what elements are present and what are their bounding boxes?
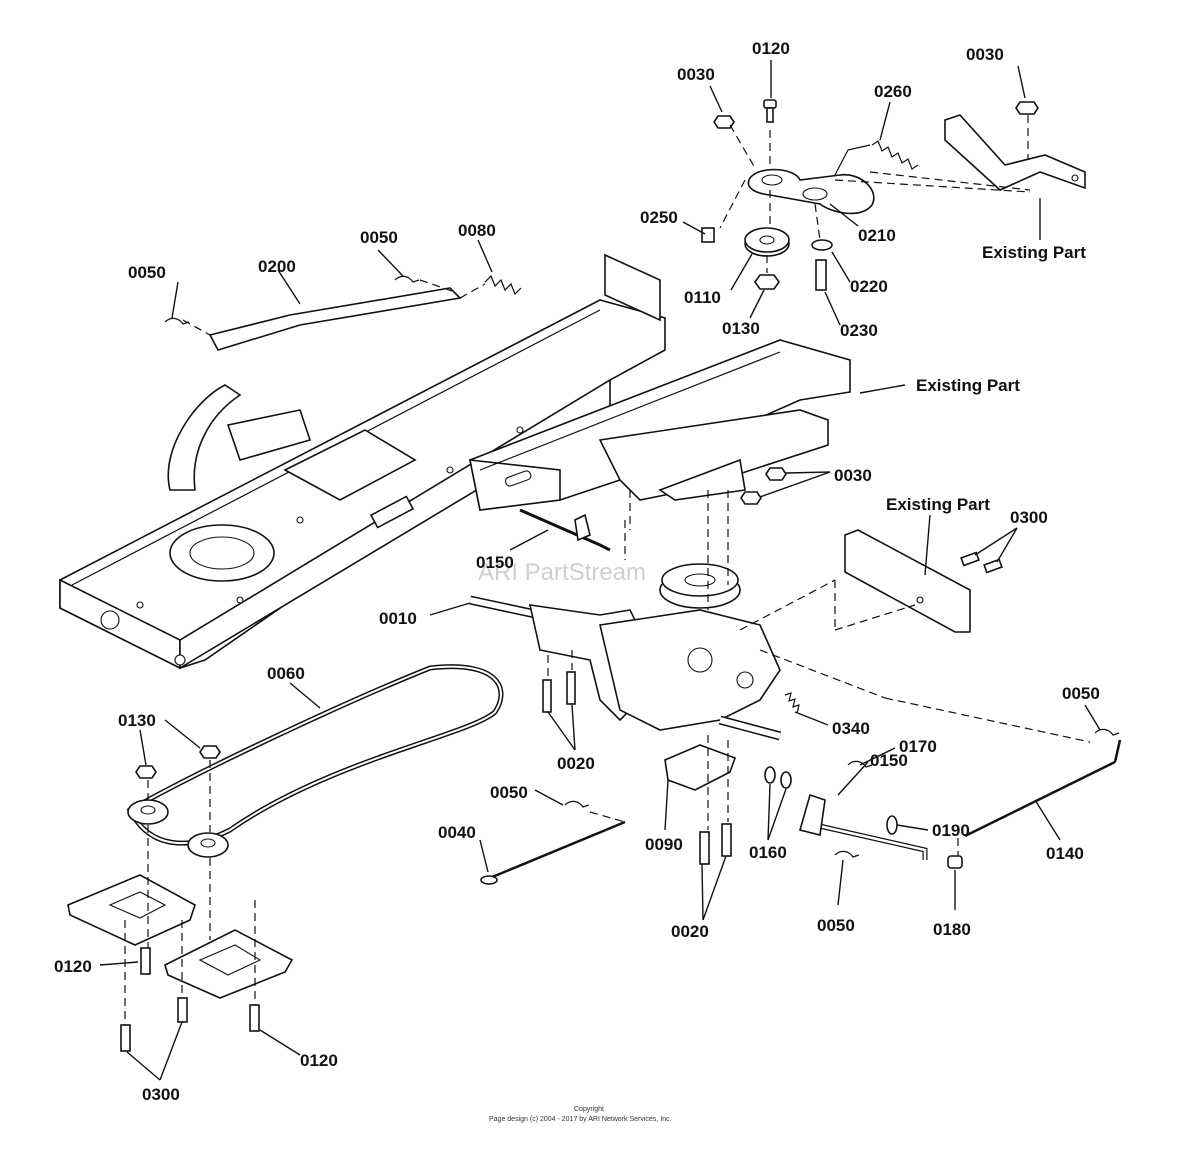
existing-bracket-top [944,114,1086,191]
callout-0260: 0260 [874,82,912,101]
callout-0030-top-right: 0030 [966,45,1004,64]
transmission [469,563,782,741]
control-rod-0200 [208,287,462,351]
callout-0210: 0210 [858,226,896,245]
nuts-0130-lower [135,745,221,779]
callout-0050-mid: 0050 [360,228,398,247]
mount-plate-left [67,874,196,946]
hairpin-0050-left [164,317,190,325]
pulley-right [187,832,229,858]
callout-0140: 0140 [1046,844,1084,863]
callout-0080: 0080 [458,221,496,240]
callout-0120-lower-left: 0120 [54,957,92,976]
existing-part-label-middle: Existing Part [916,376,1020,395]
spring-0080 [484,274,522,296]
callout-0150-upper: 0150 [476,553,514,572]
nut-0030-top [713,115,735,129]
rod-0040 [480,820,626,885]
callout-0010: 0010 [379,609,417,628]
mount-plate-right [164,929,294,999]
callout-0060: 0060 [267,664,305,683]
idler-bracket [747,144,875,215]
callout-0250: 0250 [640,208,678,227]
bushing-0180 [947,855,963,869]
callout-0230: 0230 [840,321,878,340]
nuts-0030-frame [740,467,787,505]
bolt-0120-top [763,99,777,123]
callout-0030-top-left: 0030 [677,65,715,84]
washer-0220 [811,239,833,251]
callout-0050-lower-left: 0050 [490,783,528,802]
bolts-0020-left [542,671,576,713]
pulley-left [127,799,169,825]
right-frame-rail [469,339,851,511]
callout-0090: 0090 [645,835,683,854]
bolt-0230 [815,259,827,291]
callout-0190: 0190 [932,821,970,840]
callout-0050-lower-right: 0050 [817,916,855,935]
bolts-0300-right [960,551,1003,574]
spring-0340 [784,692,800,714]
rod-0140 [964,739,1122,838]
spring-0260 [871,140,919,170]
callout-0020-bottom: 0020 [671,922,709,941]
callout-0120-lower-right: 0120 [300,1051,338,1070]
callout-0300-lower: 0300 [142,1085,180,1104]
copyright-line-1: Copyright [574,1106,604,1113]
callout-0050-left: 0050 [128,263,166,282]
callout-0130-lower: 0130 [118,711,156,730]
callout-0120-top: 0120 [752,39,790,58]
callout-0130-top: 0130 [722,319,760,338]
hitch-pin-0150-upper [519,508,611,552]
callout-0150-lower: 0150 [870,751,908,770]
hairpins-0050-lower [564,728,1120,858]
bolts-0020-bottom [699,823,732,865]
drive-belt-0060 [126,664,504,846]
bolt-0120-lower-a [140,947,151,975]
copyright-line-2: Page design (c) 2004 - 2017 by ARI Netwo… [489,1116,672,1123]
callout-labels: 0030 0120 0260 0030 0250 0210 Existing P… [54,39,1100,1104]
callout-0020-left: 0020 [557,754,595,773]
idler-pulley-0110 [744,227,790,257]
callout-0170: 0170 [899,737,937,756]
hairpin-0050-mid [394,275,420,283]
existing-part-label-right: Existing Part [886,495,990,514]
callout-0180: 0180 [933,920,971,939]
existing-plate-right [844,529,971,633]
leader-lines [99,60,1101,1081]
bolt-0120-lower-b [249,1004,260,1032]
watermark: ARI PartStream [478,559,646,586]
callout-0040: 0040 [438,823,476,842]
callout-0030-frame: 0030 [834,466,872,485]
existing-part-label-top: Existing Part [982,243,1086,262]
callout-0220: 0220 [850,277,888,296]
chassis-frame [59,253,666,670]
nut-0030-right [1015,101,1039,115]
callout-0300-right: 0300 [1010,508,1048,527]
callout-0110: 0110 [684,288,721,307]
shift-shaft-0150 [799,793,928,860]
callout-0340: 0340 [832,719,870,738]
bolts-0300-lower [120,997,188,1052]
callout-0200: 0200 [258,257,296,276]
washers-0160 [764,766,792,789]
nut-0130-top [754,274,780,290]
callout-0160: 0160 [749,843,787,862]
assembly-dash-lines [124,115,1091,1025]
callout-0050-right: 0050 [1062,684,1100,703]
bracket-0090 [664,744,737,791]
bolt-0250 [701,227,715,243]
washer-0190 [886,815,898,835]
